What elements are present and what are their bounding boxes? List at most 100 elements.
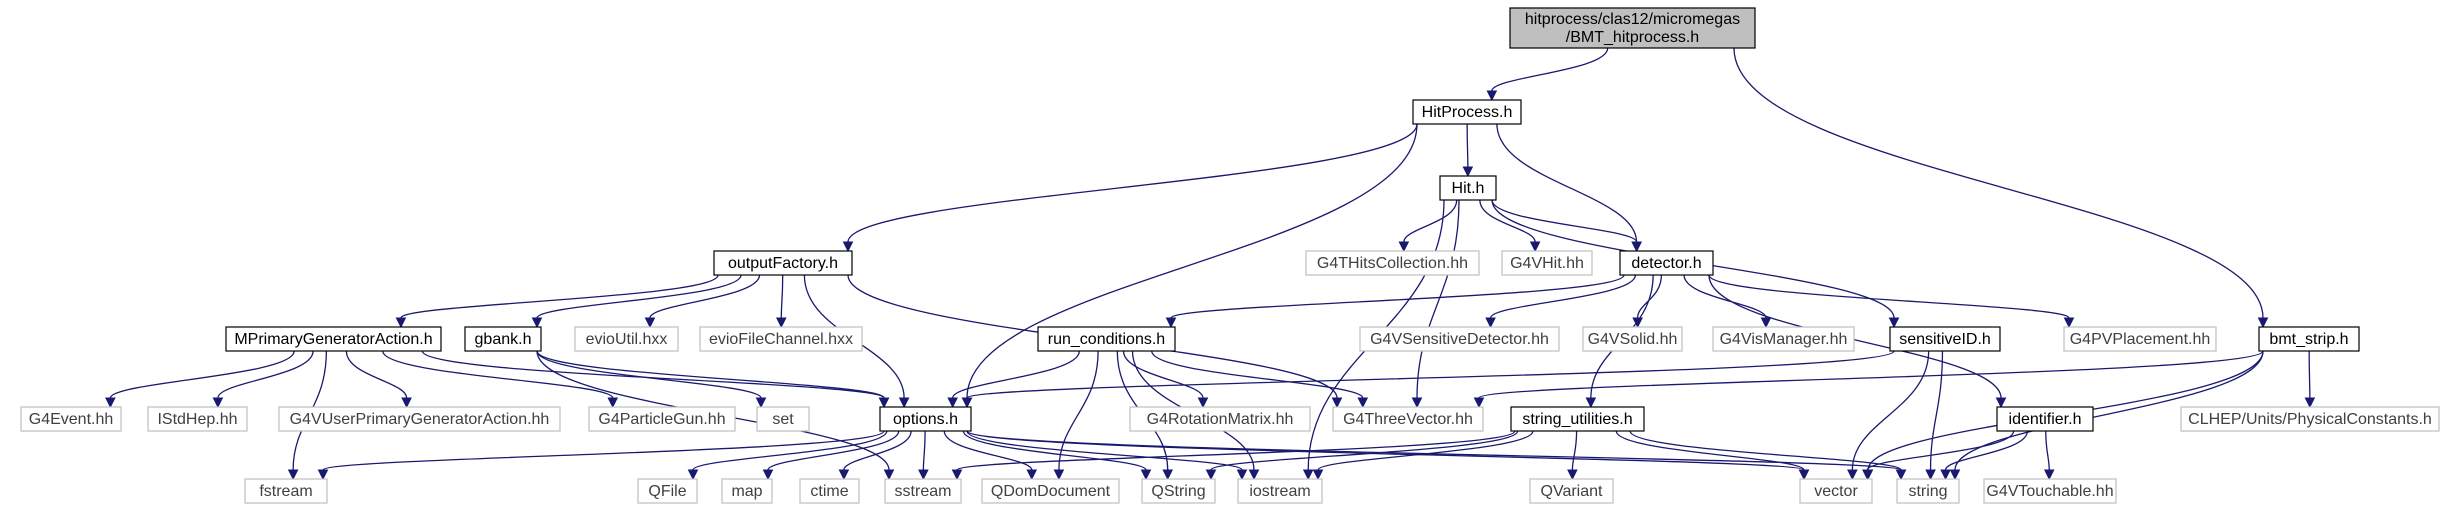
edge-hit_h-to-g4thitscollection_hh: [1398, 199, 1458, 253]
node-label: gbank.h: [475, 331, 532, 348]
node-label: G4PVPlacement.hh: [2070, 331, 2211, 348]
node-label: hitprocess/clas12/micromegas: [1525, 11, 1740, 28]
edge-sensitiveid_h-to-options_h: [961, 350, 1895, 409]
edge-options_h-to-sstream: [918, 430, 929, 481]
edge-hit_h-to-g4vhit_hh: [1479, 199, 1541, 253]
node-iostream: iostream: [1237, 478, 1323, 504]
edge-hitprocess_h-to-hit_h: [1462, 123, 1474, 178]
node-mprimary-h[interactable]: MPrimaryGeneratorAction.h: [225, 326, 442, 352]
edge-run_conditions_h-to-g4rotationmatrix_hh: [1122, 350, 1209, 409]
node-bmt-strip-h[interactable]: bmt_strip.h: [2258, 326, 2360, 352]
edge-run_conditions_h-to-options_h: [947, 350, 1080, 409]
node-label: ctime: [810, 483, 848, 500]
edge-bmt_strip_h-to-clhep_units_hh: [2304, 350, 2316, 409]
node-label: options.h: [893, 411, 958, 428]
edge-options_h-to-ctime: [838, 430, 912, 481]
nodes-layer: hitprocess/clas12/micromegas/BMT_hitproc…: [20, 7, 2440, 504]
node-run-conditions-h[interactable]: run_conditions.h: [1037, 326, 1176, 352]
node-label: sensitiveID.h: [1899, 331, 1991, 348]
node-detector-h[interactable]: detector.h: [1619, 250, 1714, 276]
node-root: hitprocess/clas12/micromegas/BMT_hitproc…: [1509, 7, 1756, 49]
edge-options_h-to-qfile: [687, 430, 888, 481]
node-outputfactory-h[interactable]: outputFactory.h: [713, 250, 853, 276]
node-label: G4VSensitiveDetector.hh: [1370, 331, 1549, 348]
edge-gbank_h-to-set: [536, 350, 767, 409]
edge-hit_h-to-detector_h: [1491, 199, 1643, 253]
node-label: /BMT_hitprocess.h: [1566, 29, 1699, 46]
edge-detector_h-to-run_conditions_h: [1165, 274, 1625, 329]
edge-mprimary_h-to-g4vuserprimary_hh: [345, 350, 412, 409]
edge-detector_h-to-g4vsensitivedetector_hh: [1485, 274, 1637, 329]
node-qstring: QString: [1141, 478, 1216, 504]
edge-options_h-to-map: [762, 430, 900, 481]
edge-bmt_strip_h-to-string: [1949, 350, 2264, 481]
edge-run_conditions_h-to-g4threevector_hh: [1151, 350, 1369, 409]
node-g4vuserprimary-hh: G4VUserPrimaryGeneratorAction.hh: [278, 406, 561, 432]
node-hitprocess-h[interactable]: HitProcess.h: [1412, 99, 1522, 125]
node-sstream: sstream: [884, 478, 962, 504]
node-label: evioFileChannel.hxx: [709, 331, 853, 348]
node-identifier-h[interactable]: identifier.h: [1996, 406, 2094, 432]
edge-bmt_strip_h-to-g4threevector_hh: [1473, 350, 2264, 409]
node-qdomdocument: QDomDocument: [981, 478, 1120, 504]
node-label: IStdHep.hh: [157, 411, 237, 428]
node-label: MPrimaryGeneratorAction.h: [234, 331, 432, 348]
edge-outputfactory_h-to-eviofilechannel_hxx: [775, 274, 787, 329]
node-g4threevector-hh: G4ThreeVector.hh: [1332, 406, 1484, 432]
node-label: vector: [1814, 483, 1858, 500]
node-label: G4VUserPrimaryGeneratorAction.hh: [290, 411, 550, 428]
edge-hitprocess_h-to-outputfactory_h: [842, 123, 1418, 253]
node-label: QVariant: [1541, 483, 1604, 500]
node-sensitiveid-h[interactable]: sensitiveID.h: [1889, 326, 2001, 352]
edge-root-to-bmt_strip_h: [1733, 47, 2269, 329]
node-label: fstream: [259, 483, 312, 500]
node-clhep-units-hh: CLHEP/Units/PhysicalConstants.h: [2180, 406, 2440, 432]
edge-hitprocess_h-to-detector_h: [1496, 123, 1642, 253]
node-g4vsolid-hh: G4VSolid.hh: [1582, 326, 1683, 352]
node-qvariant: QVariant: [1529, 478, 1614, 504]
edge-options_h-to-qstring: [962, 430, 1152, 481]
edges-layer: [105, 47, 2316, 481]
node-label: QDomDocument: [991, 483, 1111, 500]
edge-identifier_h-to-vector: [1862, 430, 2015, 481]
edge-mprimary_h-to-g4particlegun_hh: [382, 350, 619, 409]
node-label: identifier.h: [2009, 411, 2082, 428]
edge-string_utilities_h-to-iostream: [1312, 430, 1534, 481]
edge-mprimary_h-to-istdhep_hh: [212, 350, 314, 409]
edge-detector_h-to-identifier_h: [1708, 274, 2007, 409]
node-g4vtouchable-hh: G4VTouchable.hh: [1983, 478, 2117, 504]
edge-sensitiveid_h-to-vector: [1847, 350, 1930, 481]
node-label: detector.h: [1631, 255, 1701, 272]
node-label: G4ParticleGun.hh: [598, 411, 725, 428]
node-g4particlegun-hh: G4ParticleGun.hh: [588, 406, 736, 432]
node-g4vhit-hh: G4VHit.hh: [1501, 250, 1593, 276]
edge-outputfactory_h-to-mprimary_h: [395, 274, 719, 329]
node-eviofilechannel-hxx: evioFileChannel.hxx: [699, 326, 863, 352]
node-label: G4VHit.hh: [1510, 255, 1584, 272]
node-string-utilities-h[interactable]: string_utilities.h: [1510, 406, 1645, 432]
edge-string_utilities_h-to-qstring: [1205, 430, 1519, 481]
node-label: iostream: [1249, 483, 1310, 500]
node-label: set: [772, 411, 794, 428]
node-g4vsensitivedetector-hh: G4VSensitiveDetector.hh: [1359, 326, 1560, 352]
node-label: QString: [1151, 483, 1205, 500]
edge-options_h-to-qdomdocument: [943, 430, 1038, 481]
node-label: evioUtil.hxx: [586, 331, 668, 348]
node-options-h[interactable]: options.h: [879, 406, 972, 432]
edge-detector_h-to-g4vismanager_hh: [1683, 274, 1772, 329]
edge-mprimary_h-to-g4event_hh: [105, 350, 295, 409]
node-gbank-h[interactable]: gbank.h: [464, 326, 542, 352]
edge-detector_h-to-g4vsolid_hh: [1632, 274, 1663, 329]
edge-outputfactory_h-to-evioutil_hxx: [644, 274, 761, 329]
node-label: string_utilities.h: [1522, 411, 1632, 428]
node-istdhep-hh: IStdHep.hh: [147, 406, 248, 432]
node-g4pvplacement-hh: G4PVPlacement.hh: [2063, 326, 2217, 352]
edge-detector_h-to-g4pvplacement_hh: [1708, 274, 2075, 329]
node-hit-h[interactable]: Hit.h: [1439, 175, 1497, 201]
node-label: G4THitsCollection.hh: [1317, 255, 1468, 272]
edge-options_h-to-fstream: [317, 430, 885, 481]
node-label: G4ThreeVector.hh: [1343, 411, 1473, 428]
node-ctime: ctime: [799, 478, 860, 504]
node-fstream: fstream: [244, 478, 328, 504]
